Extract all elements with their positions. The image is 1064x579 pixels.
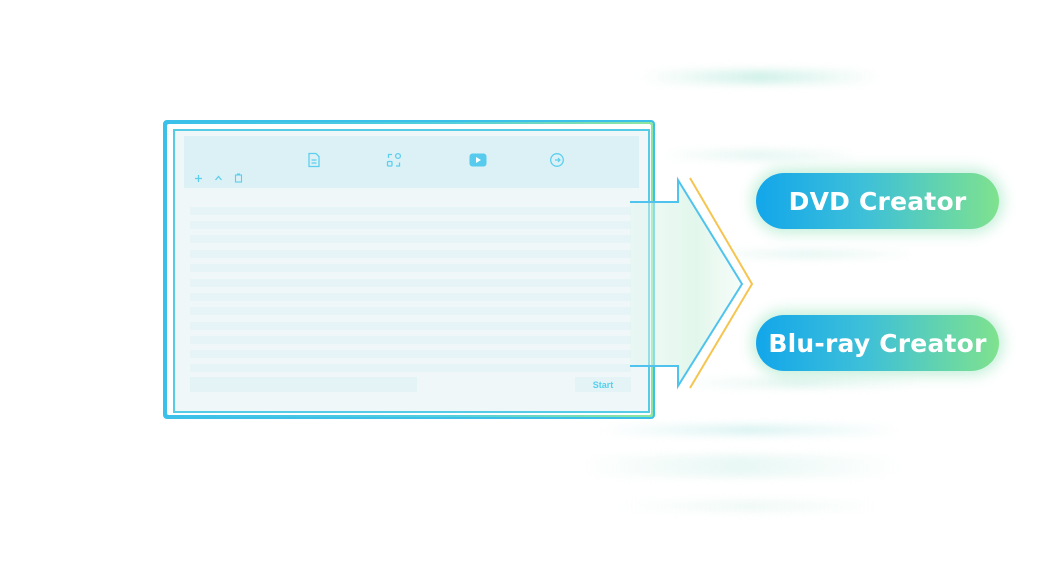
start-button[interactable]: Start: [575, 377, 631, 392]
list-item: [190, 336, 631, 344]
play-video-icon[interactable]: [469, 153, 487, 167]
file-icon[interactable]: [306, 152, 322, 168]
list-item: [190, 235, 631, 243]
list-item: [190, 364, 631, 372]
list-item: [190, 307, 631, 315]
list-item: [190, 221, 631, 229]
motion-streak: [700, 250, 920, 258]
disc-burn-icon[interactable]: [549, 152, 565, 168]
dvd-creator-button[interactable]: DVD Creator: [756, 173, 999, 229]
list-item: [190, 264, 631, 272]
upload-icon[interactable]: [214, 174, 223, 183]
bluray-creator-button[interactable]: Blu-ray Creator: [756, 315, 999, 371]
motion-streak: [600, 425, 900, 435]
motion-streak: [640, 70, 880, 84]
toolbar: [184, 136, 639, 188]
status-bar: [190, 377, 417, 392]
list-item: [190, 250, 631, 258]
arrow-right-icon: [630, 176, 754, 390]
list-item: [190, 350, 631, 358]
clipboard-icon[interactable]: [234, 173, 243, 183]
motion-streak: [580, 455, 900, 477]
list-item: [190, 322, 631, 330]
list-item: [190, 279, 631, 287]
list-item: [190, 293, 631, 301]
motion-streak: [620, 500, 880, 512]
convert-icon[interactable]: [386, 152, 402, 168]
motion-streak: [680, 378, 920, 388]
list-item: [190, 207, 631, 215]
motion-streak: [660, 150, 860, 160]
add-icon[interactable]: [194, 174, 203, 183]
